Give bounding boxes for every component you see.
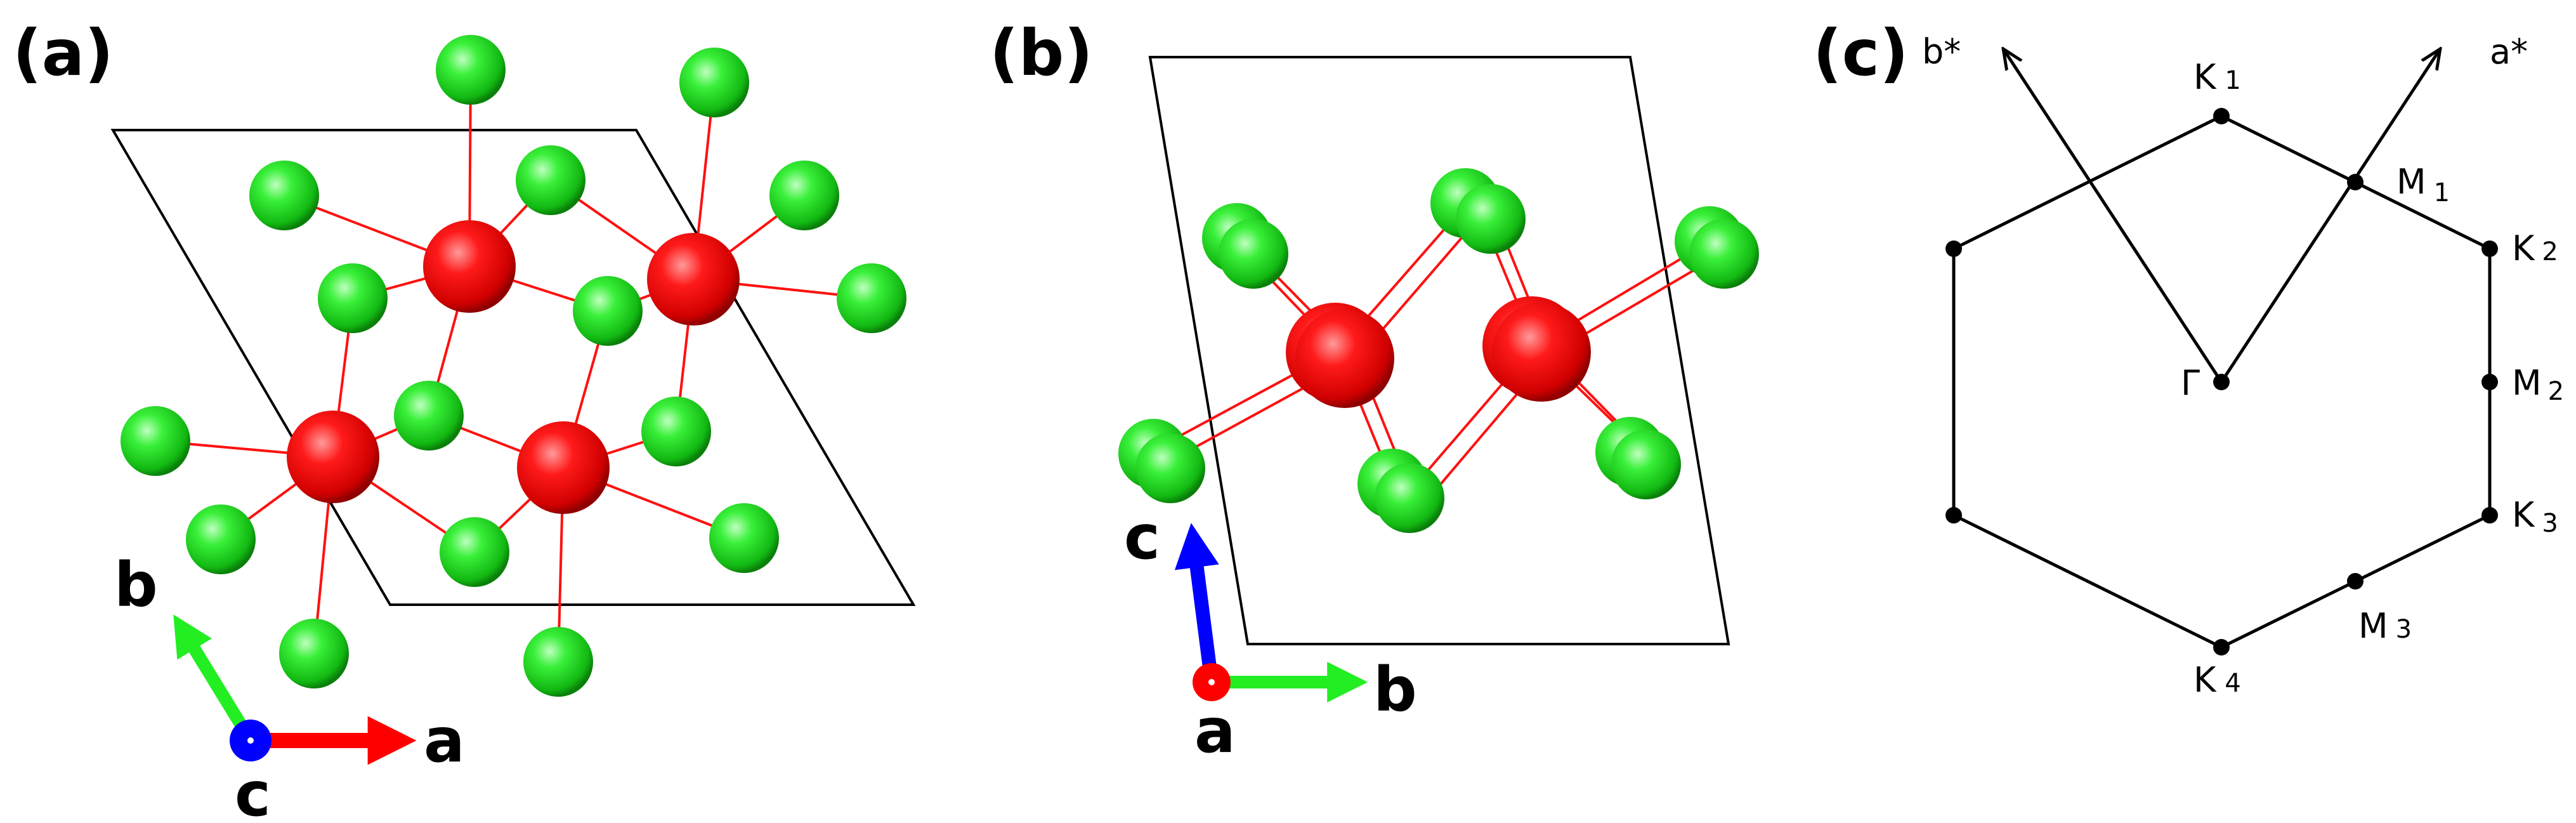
- ligand-atom: [249, 161, 319, 230]
- ligand-atoms-a: [121, 35, 906, 697]
- axis-c-label: c: [1124, 502, 1160, 573]
- point-left-top: [1945, 240, 1962, 257]
- metal-atom: [517, 421, 610, 514]
- panel-b: (b): [990, 16, 1759, 767]
- point-K2: [2481, 240, 2498, 257]
- ligand-atom: [1375, 463, 1444, 533]
- point-left-bottom: [1945, 507, 1962, 523]
- point-gamma: [2213, 374, 2230, 390]
- point-K1: [2213, 108, 2230, 124]
- ligand-atom: [641, 397, 711, 466]
- ligand-atom: [709, 503, 779, 573]
- ligand-atom: [523, 627, 593, 697]
- axis-b-label: b: [1373, 654, 1417, 725]
- point-M2: [2481, 374, 2498, 390]
- ligand-atom: [1689, 219, 1759, 289]
- axes-triad-a: a b c: [114, 550, 465, 823]
- panel-c-label: (c): [1813, 16, 1909, 90]
- ligand-atom: [1135, 433, 1205, 503]
- metal-atoms-a: [287, 220, 740, 514]
- axis-c-arrow: [1174, 523, 1219, 683]
- panel-a-label: (a): [13, 16, 114, 90]
- point-M3: [2347, 573, 2364, 589]
- ligand-atom: [279, 619, 349, 688]
- metal-atom: [1492, 303, 1591, 402]
- ligand-atom: [1611, 430, 1681, 499]
- ligand-atom: [121, 406, 190, 476]
- reciprocal-axis-b-star: [2004, 51, 2223, 383]
- ligand-atoms-b-front: [1118, 417, 1681, 533]
- ligand-atom: [1219, 219, 1288, 289]
- panel-a: (a): [13, 16, 916, 823]
- ligand-atom: [186, 504, 256, 574]
- point-M1: [2347, 174, 2364, 190]
- metal-atom: [423, 220, 516, 313]
- axis-a-label: a: [1194, 695, 1236, 767]
- axes-triad-b: a b c: [1124, 502, 1417, 767]
- metal-atoms-b: [1286, 296, 1591, 408]
- metal-atom: [1295, 309, 1394, 408]
- ligand-atom: [318, 263, 388, 333]
- label-a-star: a*: [2490, 32, 2528, 72]
- ligand-atom: [436, 35, 506, 105]
- axis-a-label: a: [424, 705, 465, 776]
- axis-b-label: b: [114, 550, 158, 621]
- ligand-atom: [394, 381, 464, 451]
- ligand-atom: [440, 517, 509, 587]
- unit-cell-b: [1148, 56, 1730, 645]
- ligand-atoms-b: [1202, 168, 1759, 289]
- metal-atom: [287, 411, 379, 503]
- panel-b-label: (b): [990, 16, 1093, 90]
- label-gamma: Γ: [2181, 363, 2200, 403]
- ligand-atom: [573, 276, 643, 346]
- ligand-atom: [837, 263, 906, 333]
- ligand-atom: [516, 145, 585, 215]
- reciprocal-axis-a-star: [2220, 51, 2439, 383]
- ligand-atom: [679, 48, 749, 117]
- high-symmetry-points: [1945, 108, 2498, 655]
- ligand-atom: [769, 161, 839, 230]
- axis-c-label: c: [235, 759, 271, 823]
- label-b-star: b*: [1922, 32, 1961, 72]
- bonds-a: [155, 69, 872, 662]
- point-K3: [2481, 507, 2498, 523]
- ligand-atom: [1456, 184, 1526, 254]
- point-K4: [2213, 639, 2230, 655]
- metal-atom: [647, 233, 740, 326]
